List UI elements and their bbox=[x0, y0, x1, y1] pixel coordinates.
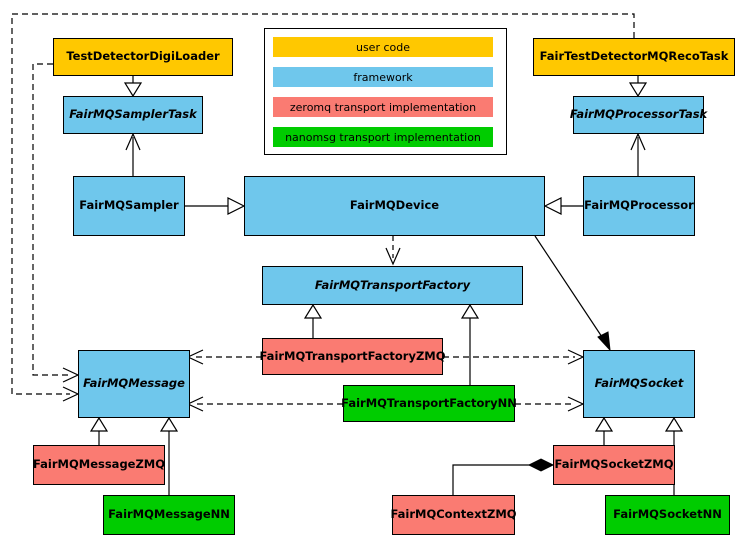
node-fairmq-socket-nn[interactable]: FairMQSocketNN bbox=[605, 495, 730, 535]
node-fairmq-message[interactable]: FairMQMessage bbox=[78, 350, 190, 418]
edge-factory-zmq-creates-message bbox=[186, 349, 262, 365]
node-label: FairMQProcessorTask bbox=[569, 107, 708, 122]
node-test-detector-digi-loader[interactable]: TestDetectorDigiLoader bbox=[53, 38, 233, 76]
node-fairmq-processor[interactable]: FairMQProcessor bbox=[583, 176, 695, 236]
edge-sampler-inherits-sampler-task bbox=[125, 132, 141, 176]
node-label: FairMQTransportFactoryZMQ bbox=[259, 348, 446, 363]
node-fairmq-sampler[interactable]: FairMQSampler bbox=[73, 176, 185, 236]
edge-processor-inherits-device bbox=[543, 197, 583, 215]
node-label: FairMQMessage bbox=[83, 376, 185, 391]
legend-item-zeromq: zeromq transport implementation bbox=[273, 97, 493, 117]
edge-factory-nn-inherits-factory bbox=[460, 303, 480, 385]
edge-factory-zmq-inherits-factory bbox=[303, 303, 323, 338]
edge-socket-zmq-composes-context-zmq bbox=[452, 458, 555, 495]
node-fairmq-context-zmq[interactable]: FairMQContextZMQ bbox=[390, 495, 517, 535]
node-label: FairMQSocket bbox=[594, 376, 684, 391]
node-fairmq-transport-factory-zmq[interactable]: FairMQTransportFactoryZMQ bbox=[259, 338, 446, 375]
node-label: FairMQTransportFactoryNN bbox=[341, 395, 517, 410]
node-label: FairMQContextZMQ bbox=[390, 507, 517, 522]
legend-label: zeromq transport implementation bbox=[289, 100, 477, 114]
node-label: TestDetectorDigiLoader bbox=[66, 49, 220, 64]
node-label: FairMQSampler bbox=[79, 198, 179, 213]
node-fairmq-device[interactable]: FairMQDevice bbox=[244, 176, 545, 236]
node-fairmq-transport-factory[interactable]: FairMQTransportFactory bbox=[262, 266, 523, 305]
edge-device-uses-socket bbox=[534, 235, 611, 352]
edge-message-zmq-inherits-message bbox=[89, 416, 109, 445]
node-fairmq-socket[interactable]: FairMQSocket bbox=[583, 350, 695, 418]
legend-item-nanomsg: nanomsg transport implementation bbox=[273, 127, 493, 147]
node-label: FairMQMessageZMQ bbox=[32, 457, 166, 472]
node-label: FairMQMessageNN bbox=[108, 507, 230, 522]
edge-factory-zmq-creates-socket bbox=[443, 349, 585, 365]
legend-label: framework bbox=[353, 70, 413, 84]
edge-digi-loader-inherits-sampler-task bbox=[123, 76, 143, 98]
node-label: FairMQTransportFactory bbox=[314, 277, 471, 292]
node-label: FairMQSocketNN bbox=[613, 507, 722, 522]
legend-item-framework: framework bbox=[273, 67, 493, 87]
node-fairmq-socket-zmq[interactable]: FairMQSocketZMQ bbox=[553, 445, 675, 485]
node-label: FairMQProcessor bbox=[584, 198, 694, 213]
legend-label: nanomsg transport implementation bbox=[285, 130, 481, 144]
color-legend: user code framework zeromq transport imp… bbox=[264, 28, 507, 155]
edge-socket-zmq-inherits-socket bbox=[594, 416, 614, 445]
edge-factory-nn-creates-socket bbox=[515, 396, 585, 412]
node-label: FairTestDetectorMQRecoTask bbox=[539, 49, 729, 64]
edge-reco-task-inherits-processor-task bbox=[628, 76, 648, 98]
node-label: FairMQDevice bbox=[349, 198, 440, 213]
node-label: FairMQSamplerTask bbox=[69, 107, 197, 122]
node-fairtestdetector-mq-reco-task[interactable]: FairTestDetectorMQRecoTask bbox=[533, 38, 735, 76]
node-fairmq-message-nn[interactable]: FairMQMessageNN bbox=[103, 495, 235, 535]
node-fairmq-transport-factory-nn[interactable]: FairMQTransportFactoryNN bbox=[341, 385, 517, 422]
legend-item-user-code: user code bbox=[273, 37, 493, 57]
legend-label: user code bbox=[355, 40, 411, 54]
node-fairmq-message-zmq[interactable]: FairMQMessageZMQ bbox=[33, 445, 165, 485]
node-fairmq-sampler-task[interactable]: FairMQSamplerTask bbox=[63, 96, 203, 134]
edge-processor-inherits-processor-task bbox=[630, 132, 646, 176]
node-fairmq-processor-task[interactable]: FairMQProcessorTask bbox=[569, 96, 708, 134]
edge-device-depends-transport-factory bbox=[385, 236, 401, 266]
edge-sampler-inherits-device bbox=[185, 197, 246, 215]
edge-factory-nn-creates-message bbox=[186, 396, 343, 412]
node-label: FairMQSocketZMQ bbox=[554, 457, 674, 472]
